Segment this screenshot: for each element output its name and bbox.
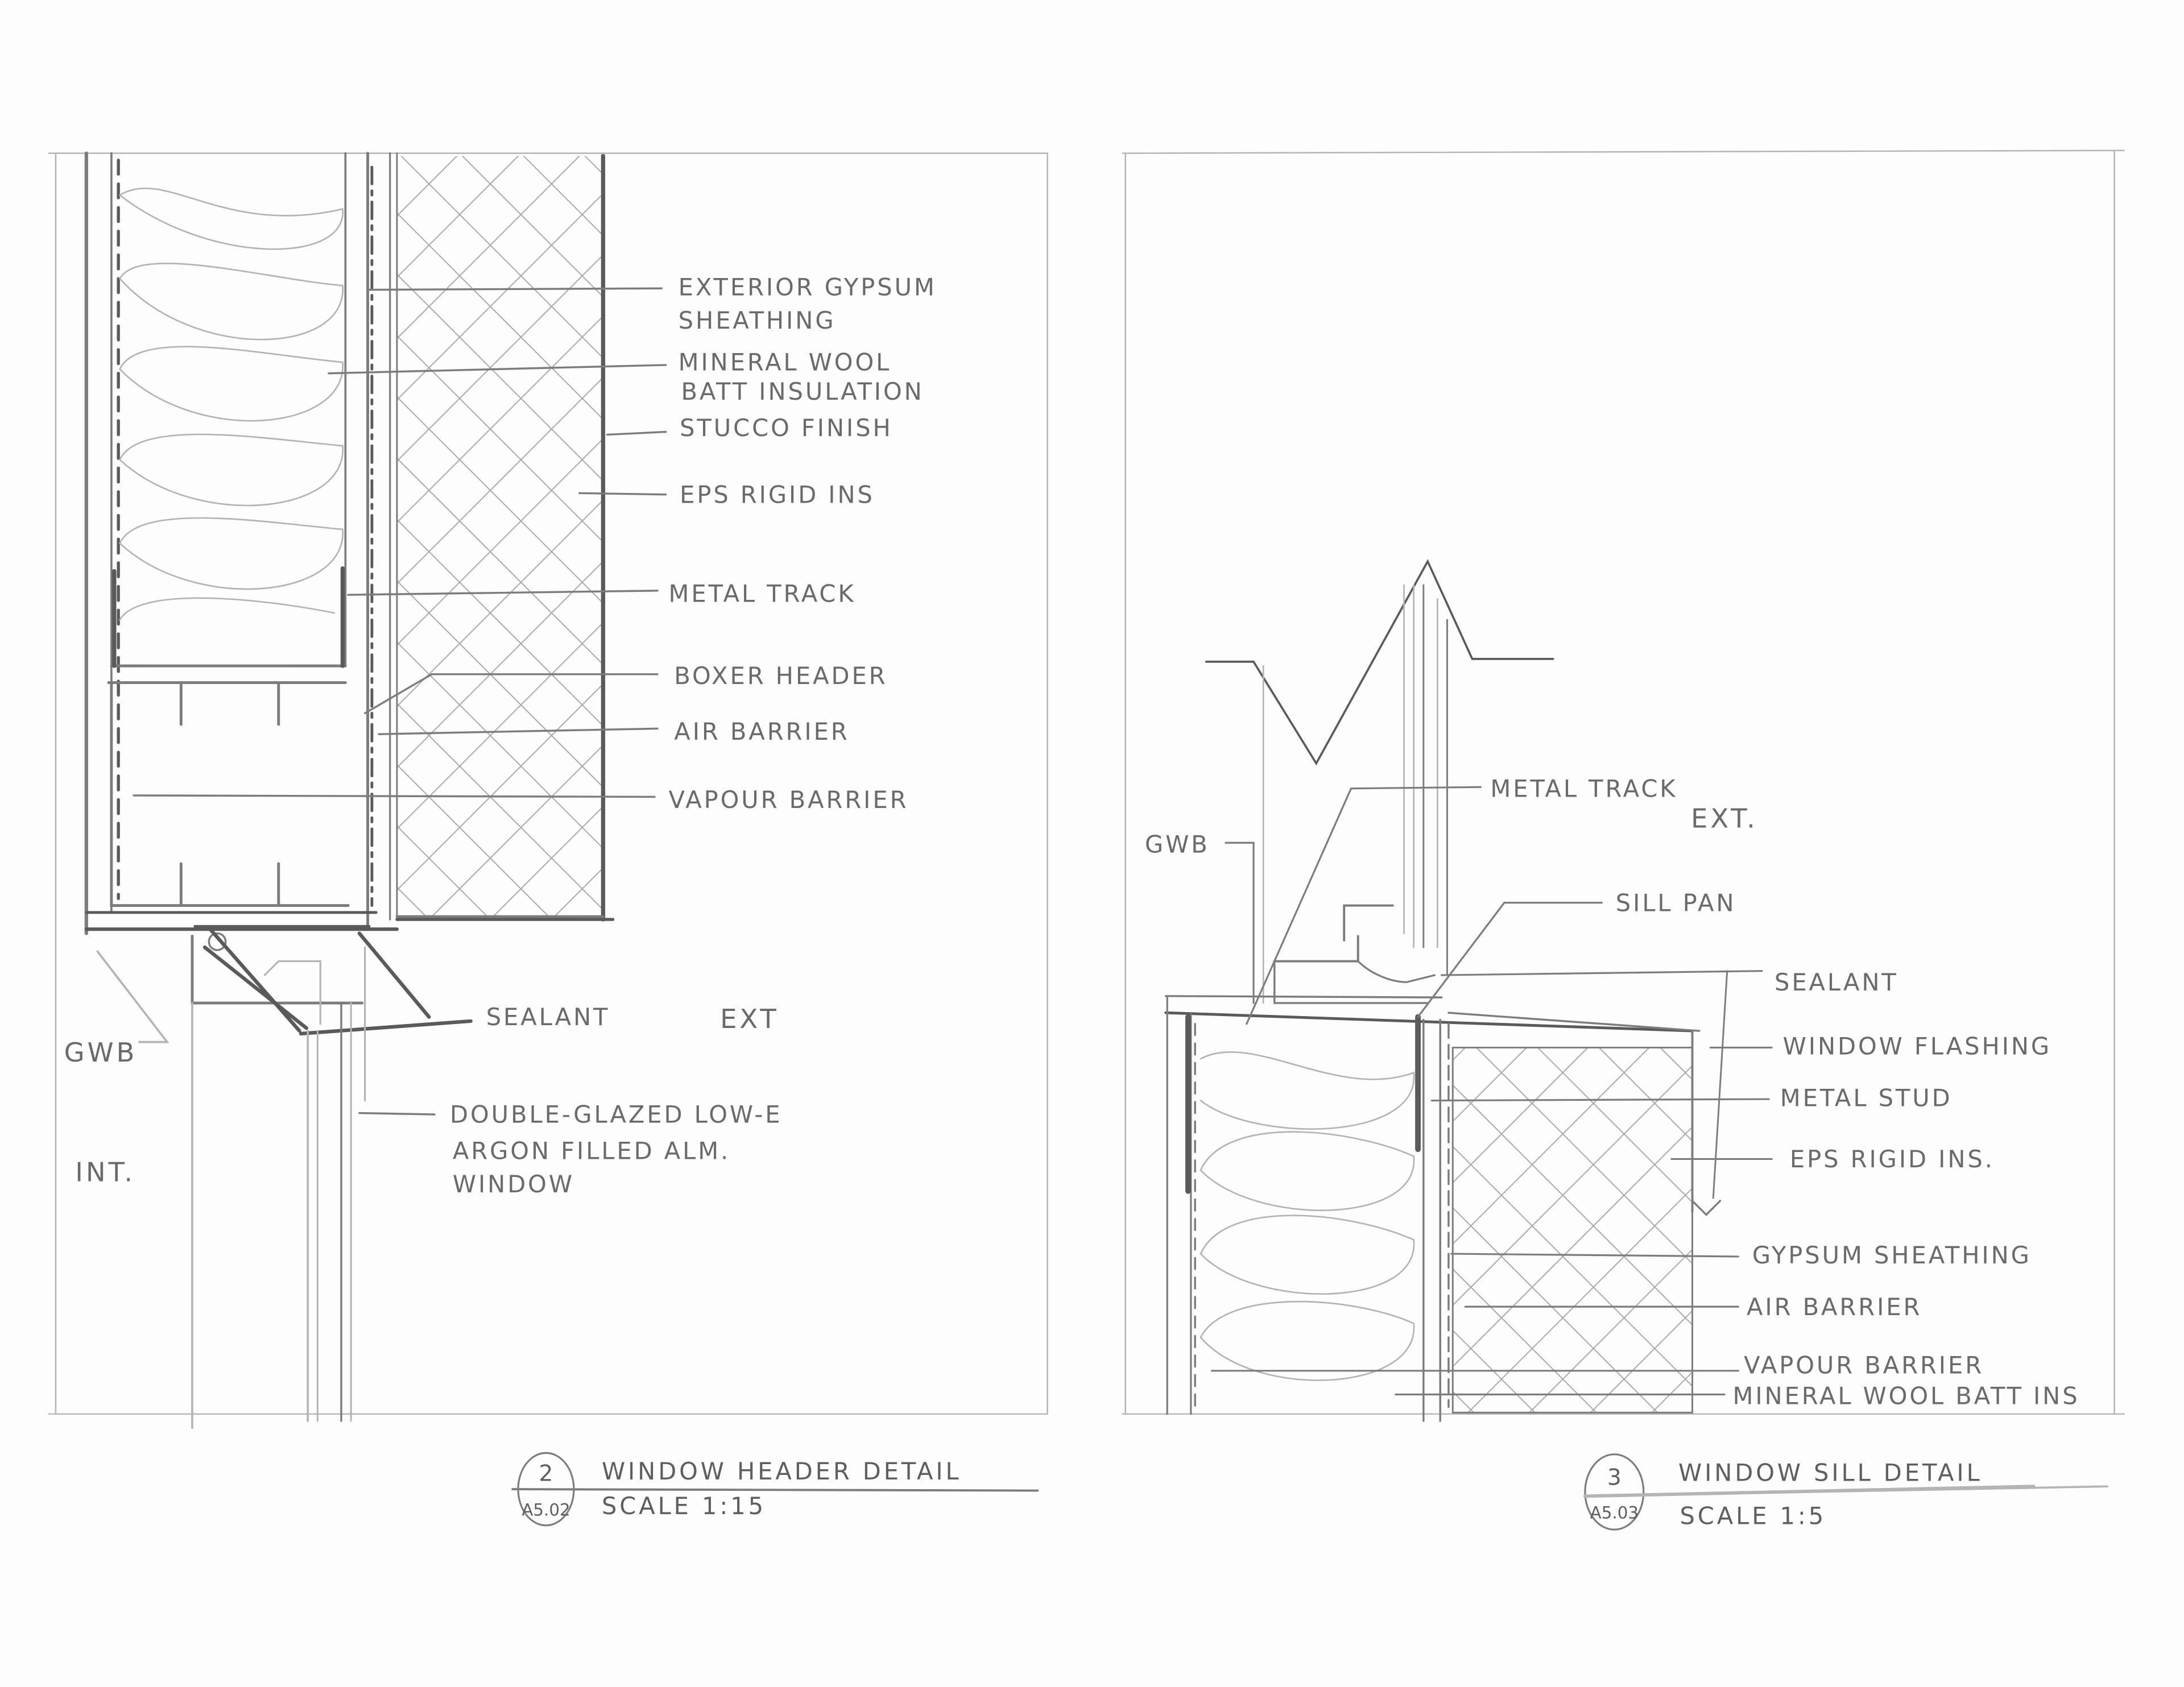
label-boxer-header: BOXER HEADER	[674, 662, 887, 690]
header-detail-scale: SCALE 1:15	[602, 1492, 766, 1520]
sill-detail-labels: METAL TRACK EXT. GWB SILL PAN SEALANT WI…	[1145, 774, 2080, 1410]
header-sheet-ref: A5.02	[522, 1501, 570, 1520]
header-leader-lines	[96, 287, 667, 1116]
sill-label-metal-stud: METAL STUD	[1780, 1084, 1953, 1112]
sill-label-sill-pan: SILL PAN	[1616, 889, 1736, 917]
header-title-block: 2 A5.02 WINDOW HEADER DETAIL SCALE 1:15	[511, 1452, 1039, 1527]
sill-sheet-ref: A5.03	[1590, 1503, 1639, 1523]
label-window-3: WINDOW	[453, 1170, 574, 1198]
sill-label-air-barrier: AIR BARRIER	[1747, 1293, 1922, 1321]
sill-detail-title: WINDOW SILL DETAIL	[1678, 1458, 1983, 1486]
sill-label-exterior-zone: EXT.	[1691, 803, 1758, 834]
label-exterior-gypsum-2: SHEATHING	[679, 306, 836, 334]
label-interior-zone: INT.	[75, 1157, 135, 1188]
sheet-frame-lines	[48, 150, 2125, 1415]
sill-detail-number: 3	[1607, 1465, 1622, 1491]
detail-reference-bubble	[1584, 1453, 1645, 1531]
sill-label-metal-track: METAL TRACK	[1490, 774, 1677, 802]
sill-label-sealant: SEALANT	[1774, 968, 1898, 996]
label-mineral-wool-1: MINERAL WOOL	[679, 349, 892, 376]
header-detail-section	[84, 151, 667, 1429]
label-eps-rigid-ins: EPS RIGID INS	[680, 480, 875, 508]
header-detail-title: WINDOW HEADER DETAIL	[602, 1457, 962, 1485]
label-gwb: GWB	[64, 1037, 138, 1068]
sill-label-gwb: GWB	[1145, 830, 1210, 858]
sill-leader-lines	[1211, 786, 1773, 1396]
label-window-1: DOUBLE-GLAZED LOW-E	[450, 1101, 782, 1129]
sill-label-window-flashing: WINDOW FLASHING	[1783, 1033, 2051, 1060]
label-sealant: SEALANT	[486, 1003, 610, 1031]
sill-detail-section	[1164, 559, 1773, 1422]
sill-label-gypsum-sheathing: GYPSUM SHEATHING	[1752, 1241, 2032, 1269]
sill-detail-scale: SCALE 1:5	[1680, 1502, 1826, 1530]
boxer-header	[107, 681, 350, 907]
header-detail-labels: EXTERIOR GYPSUM SHEATHING MINERAL WOOL B…	[64, 273, 937, 1198]
label-metal-track: METAL TRACK	[669, 579, 856, 607]
sill-label-mineral-wool: MINERAL WOOL BATT INS	[1733, 1382, 2080, 1410]
header-detail-number: 2	[539, 1461, 553, 1486]
label-stucco-finish: STUCCO FINISH	[680, 414, 893, 442]
batt-insulation-loops	[1199, 1051, 1415, 1381]
label-vapour-barrier: VAPOUR BARRIER	[669, 786, 909, 814]
label-exterior-zone: EXT	[720, 1004, 779, 1034]
sill-title-block: 3 A5.03 WINDOW SILL DETAIL SCALE 1:5	[1583, 1453, 2109, 1531]
batt-insulation-loops	[119, 187, 344, 621]
label-air-barrier: AIR BARRIER	[674, 718, 849, 745]
label-window-2: ARGON FILLED ALM.	[453, 1137, 730, 1164]
sill-label-eps-rigid-ins: EPS RIGID INS.	[1790, 1145, 1995, 1173]
label-exterior-gypsum-1: EXTERIOR GYPSUM	[679, 273, 937, 301]
label-mineral-wool-2: BATT INSULATION	[681, 378, 924, 405]
sill-label-vapour-barrier: VAPOUR BARRIER	[1744, 1352, 1984, 1379]
